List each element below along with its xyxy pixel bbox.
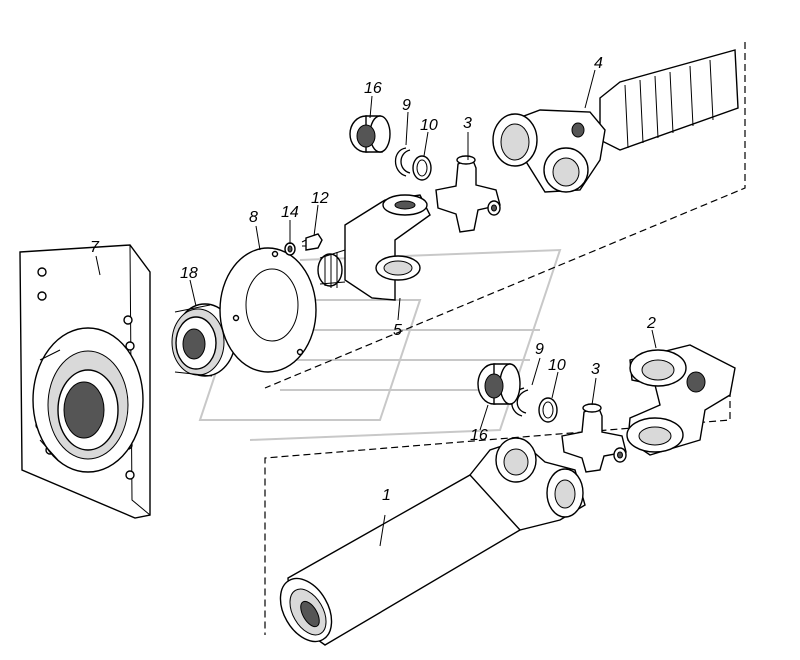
- part-16-bearing-cup-upper: [349, 115, 391, 153]
- part-9-snap-ring-upper: [394, 147, 411, 177]
- label-part-16-upper: 16: [364, 80, 382, 97]
- part-16-bearing-cup-lower: [477, 363, 521, 405]
- part-5-yoke: [317, 194, 431, 301]
- part-1-tube-shaft: [279, 437, 586, 646]
- label-part-14: 14: [281, 204, 299, 221]
- part-10-ring-lower: [538, 397, 558, 423]
- label-part-4: 4: [594, 55, 603, 72]
- label-part-9-lower: 9: [535, 341, 544, 358]
- label-part-7: 7: [90, 239, 100, 256]
- label-part-12: 12: [311, 190, 329, 207]
- label-part-3-upper: 3: [463, 115, 472, 132]
- assembly-axis-lines: [264, 42, 746, 635]
- label-part-18: 18: [180, 265, 198, 282]
- part-7-flange-plate: [19, 244, 151, 519]
- part-10-ring-upper: [412, 155, 432, 181]
- label-part-8: 8: [249, 209, 258, 226]
- callout-labels: 1 2 3 3 4 5 7 8 9 9 10 10 12 14 16 16 18: [90, 55, 656, 504]
- part-18-bearing: [171, 303, 236, 377]
- part-2-flange-yoke: [626, 344, 736, 456]
- part-4-splined-shaft: [492, 49, 739, 193]
- label-part-16-lower: 16: [470, 427, 488, 444]
- label-part-2: 2: [646, 315, 656, 332]
- label-part-10-lower: 10: [548, 357, 566, 374]
- part-3-cross-lower: [561, 403, 627, 473]
- label-part-10-upper: 10: [420, 117, 438, 134]
- part-14-washer: [284, 242, 296, 256]
- label-part-5: 5: [393, 322, 402, 339]
- label-part-3-lower: 3: [591, 361, 600, 378]
- label-part-9-upper: 9: [402, 97, 411, 114]
- part-3-cross-upper: [435, 155, 501, 233]
- part-8-seal-plate: [219, 247, 317, 373]
- label-part-1: 1: [382, 487, 391, 504]
- leader-lines: [95, 69, 657, 547]
- part-12-bolt: [301, 233, 323, 251]
